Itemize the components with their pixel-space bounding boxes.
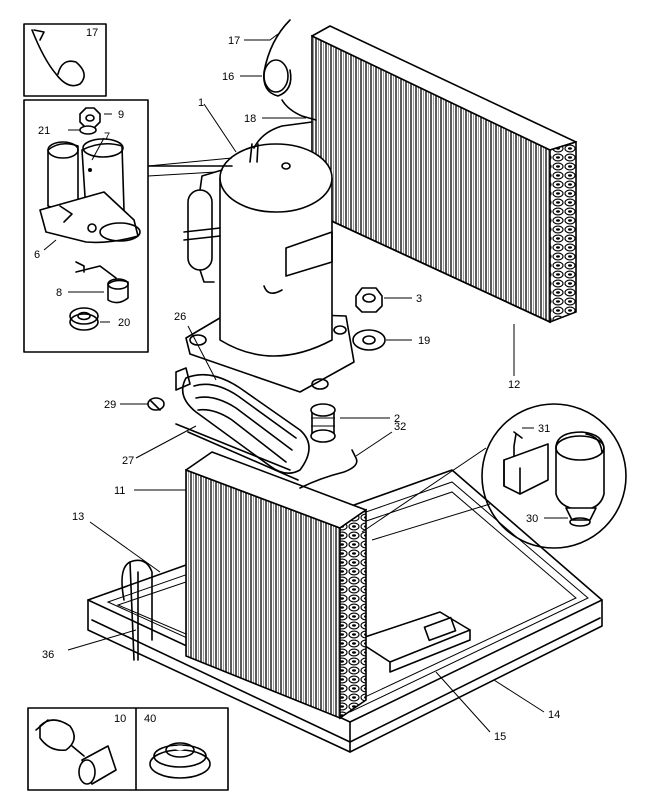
- leader-lines: [43, 33, 568, 733]
- callout-9: 9: [118, 109, 124, 121]
- callout-31: 31: [538, 423, 550, 435]
- inset-thermostat-bracket: [361, 403, 627, 549]
- mounting-hardware: [310, 287, 386, 443]
- nut-and-washer: [79, 107, 101, 135]
- callout-32: 32: [394, 421, 406, 433]
- callout-16: 16: [222, 71, 234, 83]
- compressor: [185, 143, 355, 393]
- callout-40: 40: [144, 713, 156, 725]
- heat-exchanger-coil: [175, 367, 310, 481]
- accumulator: [183, 169, 223, 283]
- terminal-bracket: [39, 191, 141, 244]
- callout-2: 2: [394, 413, 400, 425]
- callout-21: 21: [38, 125, 50, 137]
- clip: [147, 397, 165, 411]
- callout-17-inset: 17: [86, 27, 98, 39]
- inset-bottom-parts: [27, 707, 229, 791]
- callout-15: 15: [494, 731, 506, 743]
- callout-3: 3: [416, 293, 422, 305]
- inset-callout-line: [147, 157, 233, 177]
- relay: [75, 261, 129, 304]
- callout-labels: 17 9 21 7 6 8 20 1 17 16 18 3 19 2 12 26…: [34, 27, 560, 743]
- callout-27: 27: [122, 455, 134, 467]
- drain-channel: [355, 611, 471, 673]
- condensate-hose: [299, 449, 358, 489]
- condenser-coil: [311, 25, 577, 324]
- callout-1: 1: [198, 97, 204, 109]
- inset-capillary-tube: [23, 23, 107, 97]
- callout-6: 6: [34, 249, 40, 261]
- callout-7: 7: [104, 131, 110, 143]
- evaporator-coil: [185, 451, 367, 720]
- callout-30: 30: [526, 513, 538, 525]
- callout-26: 26: [174, 311, 186, 323]
- callout-18: 18: [244, 113, 256, 125]
- callout-17: 17: [228, 35, 240, 47]
- callout-36: 36: [42, 649, 54, 661]
- callout-12: 12: [508, 379, 520, 391]
- grommets: [69, 307, 99, 331]
- inset-electrical-box: [23, 99, 233, 353]
- callout-10: 10: [114, 713, 126, 725]
- callout-11: 11: [114, 485, 125, 497]
- callout-20: 20: [118, 317, 130, 329]
- capillary-tubes: [253, 19, 317, 149]
- callout-14: 14: [548, 709, 560, 721]
- callout-29: 29: [104, 399, 116, 411]
- callout-8: 8: [56, 287, 62, 299]
- callout-13: 13: [72, 511, 84, 523]
- drain-tube: [121, 559, 153, 661]
- callout-19: 19: [418, 335, 430, 347]
